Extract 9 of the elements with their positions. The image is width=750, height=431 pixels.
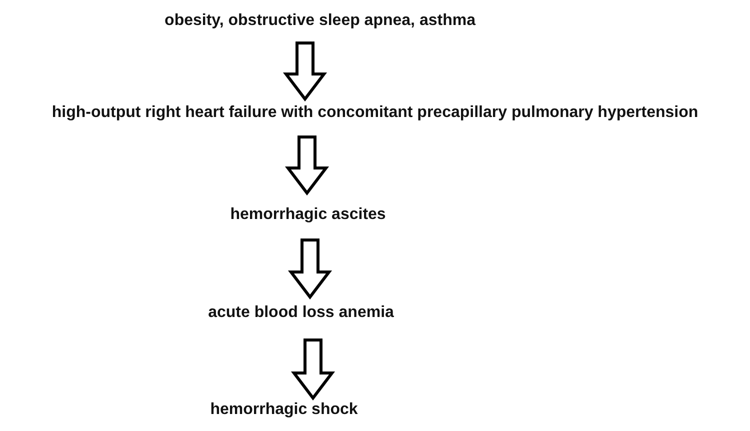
block-arrow [282,42,328,102]
block-arrow [288,238,332,300]
flow-step-text: acute blood loss anemia [208,303,394,323]
flow-step-text: obesity, obstructive sleep apnea, asthma [164,11,476,31]
flow-step-text: hemorrhagic shock [210,400,358,420]
flow-step-text: high-output right heart failure with concomitant precapillary pulmonary hypertension [52,103,698,123]
block-arrow [284,136,330,196]
flow-step-text: hemorrhagic ascites [230,205,386,225]
block-arrow [290,338,336,400]
